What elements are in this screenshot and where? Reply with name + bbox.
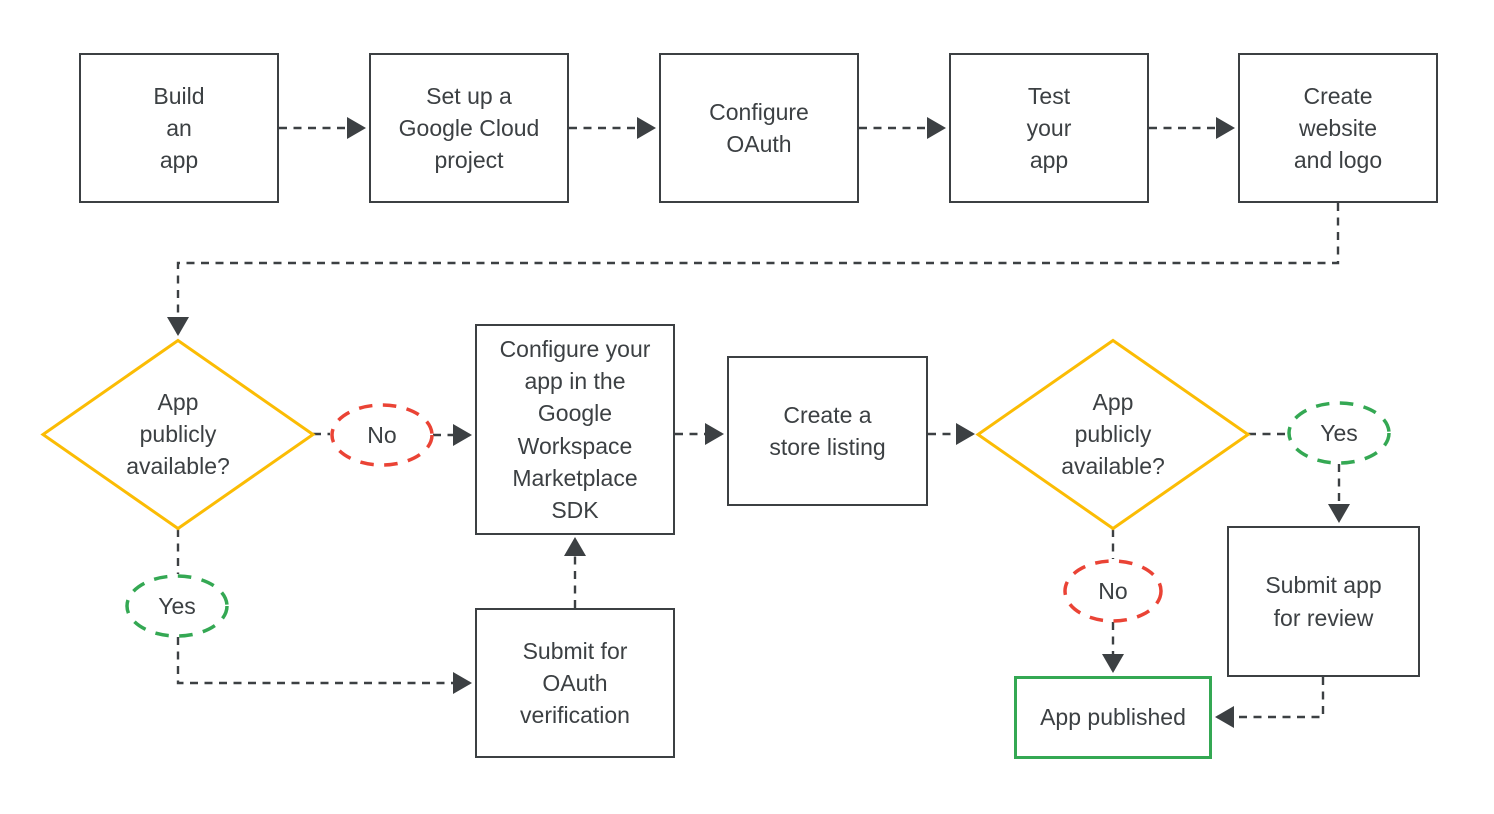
connector-yes-to-submit-oauth — [176, 637, 472, 694]
decision-diamond-left — [40, 338, 316, 531]
flow-node-store-listing: Create a store listing — [727, 356, 928, 506]
flow-node-submit-oauth: Submit for OAuth verification — [475, 608, 675, 758]
no-oval-right — [1063, 559, 1163, 623]
no-oval-left — [330, 403, 434, 467]
flow-node-configure-oauth: Configure OAuth — [659, 53, 859, 203]
yes-oval-left — [125, 574, 229, 638]
flow-node-create-website: Create website and logo — [1238, 53, 1438, 203]
flow-node-build-app: Build an app — [79, 53, 279, 203]
flow-node-test-app: Test your app — [949, 53, 1149, 203]
connector-website-to-decision-left — [167, 203, 1340, 336]
flow-node-configure-sdk: Configure your app in the Google Workspa… — [475, 324, 675, 535]
flow-node-app-published: App published — [1014, 676, 1212, 759]
connector-submit-review-to-app-published — [1215, 677, 1325, 728]
decision-diamond-right — [975, 338, 1251, 531]
flow-node-submit-review: Submit app for review — [1227, 526, 1420, 677]
yes-oval-right — [1287, 401, 1391, 465]
flow-node-setup-project: Set up a Google Cloud project — [369, 53, 569, 203]
